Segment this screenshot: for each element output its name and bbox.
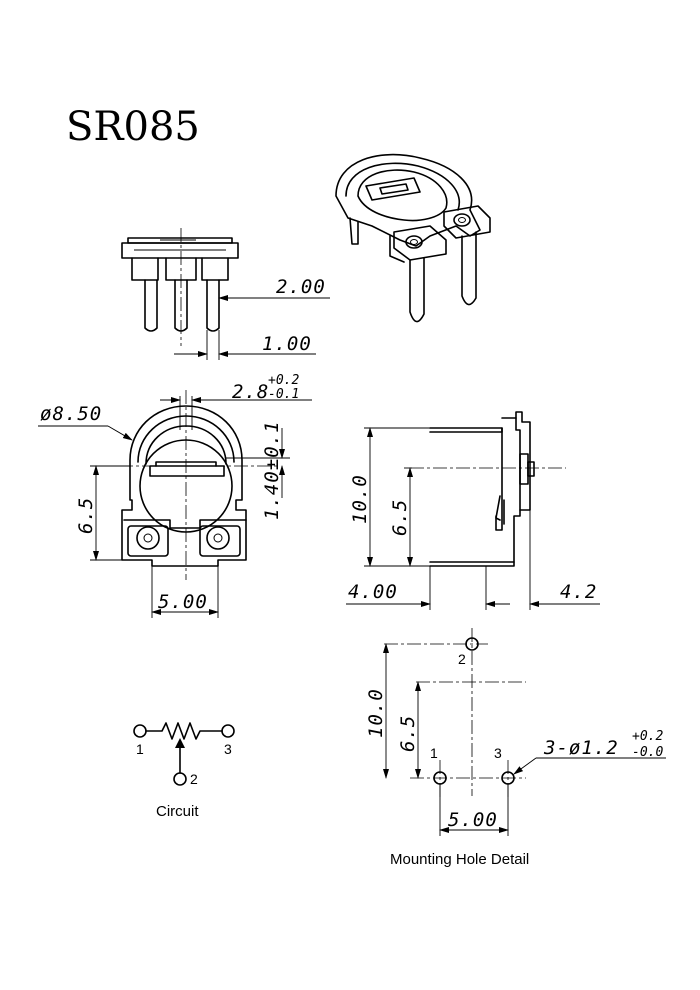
dim-pitch: 5.00 bbox=[158, 591, 208, 613]
dim-slot-tol-plus: +0.2 bbox=[268, 373, 299, 388]
mount-hole-tol-plus: +0.2 bbox=[632, 729, 663, 744]
dim-height: 6.5 bbox=[389, 499, 411, 536]
dim-height: 6.5 bbox=[75, 497, 97, 534]
mount-pin-3: 3 bbox=[494, 745, 502, 761]
side-view: 10.0 6.5 4.00 4.2 bbox=[346, 411, 600, 610]
dim-right: 4.2 bbox=[560, 581, 597, 603]
mount-hole-tol-minus: -0.0 bbox=[632, 745, 663, 760]
mounting-label: Mounting Hole Detail bbox=[390, 851, 529, 868]
circuit-diagram: 1 3 2 Circuit bbox=[133, 722, 235, 820]
top-view: 2.00 1.00 bbox=[121, 228, 330, 360]
dim-slot-base: 2.8 bbox=[232, 381, 269, 403]
circuit-label: Circuit bbox=[156, 803, 199, 820]
mount-pin-1: 1 bbox=[430, 745, 438, 761]
mount-hole-spec: 3-ø1.2 bbox=[543, 737, 619, 759]
front-view: ø8.50 2.8 +0.2 -0.1 1.40±0.1 6.5 5.00 bbox=[38, 373, 312, 618]
circuit-pin-2: 2 bbox=[190, 771, 198, 787]
dim-slot-tol-minus: -0.1 bbox=[268, 387, 299, 402]
dim-offset: 1.40±0.1 bbox=[261, 420, 283, 520]
dim-pin-pitch: 1.00 bbox=[262, 333, 312, 355]
mount-dim-total-height: 10.0 bbox=[365, 688, 387, 738]
circuit-pin-1: 1 bbox=[136, 741, 144, 757]
circuit-pin-3: 3 bbox=[224, 741, 232, 757]
mounting-hole-detail: 10.0 6.5 5.00 3-ø1.2 +0.2 -0.0 2 1 3 Mou… bbox=[365, 628, 666, 868]
dim-left: 4.00 bbox=[348, 581, 398, 603]
isometric-view bbox=[335, 153, 491, 323]
part-number-title: SR085 bbox=[66, 104, 200, 150]
dim-total-height: 10.0 bbox=[349, 474, 371, 524]
dim-pin-width: 2.00 bbox=[276, 276, 326, 298]
mount-pin-2: 2 bbox=[458, 651, 466, 667]
dim-diameter: ø8.50 bbox=[40, 403, 102, 425]
mount-dim-pitch: 5.00 bbox=[448, 809, 498, 831]
mount-dim-height: 6.5 bbox=[397, 715, 419, 752]
